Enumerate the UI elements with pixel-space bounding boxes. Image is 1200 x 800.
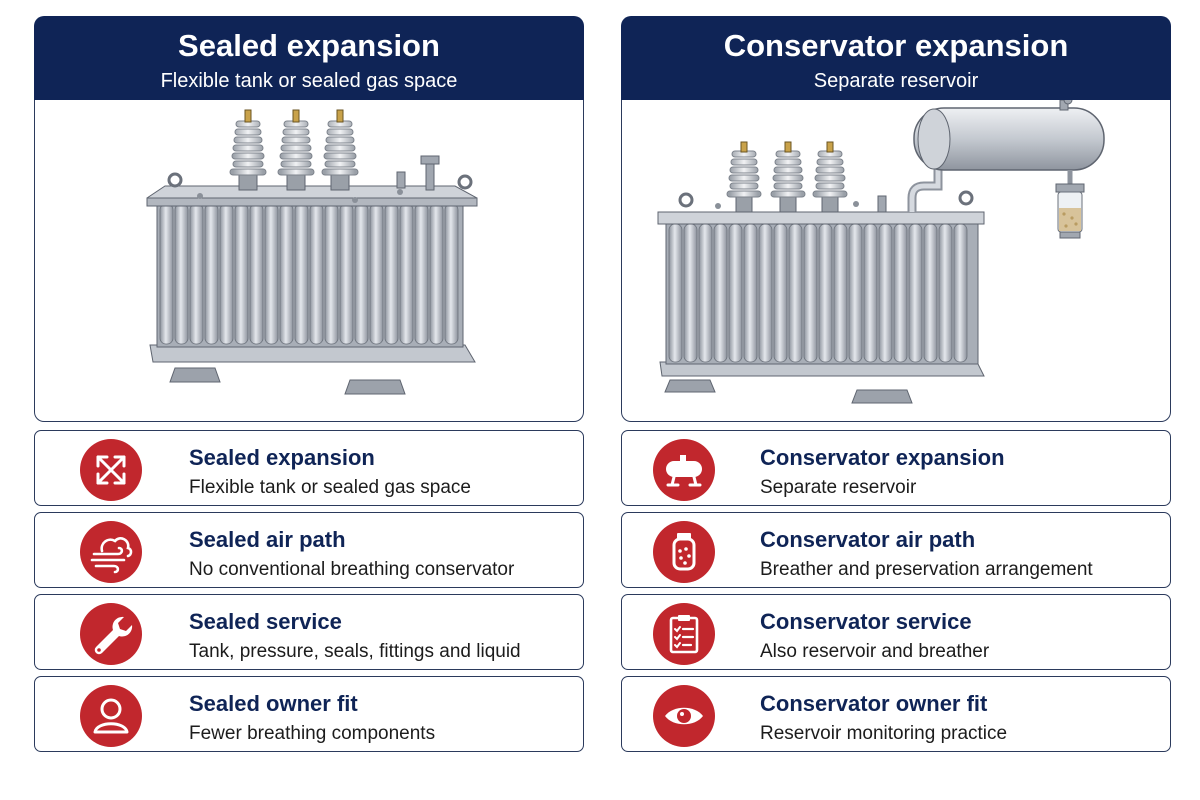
row-description: Also reservoir and breather (760, 641, 990, 662)
row-title: Conservator expansion (760, 445, 1005, 470)
cloud-wind-icon (80, 521, 142, 583)
conservator-header: Conservator expansion Separate reservoir (621, 16, 1171, 100)
sealed-feature-list: Sealed expansion Flexible tank or sealed… (34, 430, 584, 752)
row-title: Conservator owner fit (760, 691, 988, 716)
row-description: No conventional breathing conservator (189, 559, 515, 580)
conservator-header-title: Conservator expansion (723, 28, 1069, 63)
row-title: Sealed air path (189, 527, 346, 552)
sealed-transformer-illustration (34, 100, 584, 422)
conservator-transformer-illustration (621, 100, 1171, 422)
conservator-expansion-column: Conservator expansion Separate reservoir (621, 16, 1171, 758)
list-item: Sealed service Tank, pressure, seals, fi… (34, 594, 584, 670)
row-description: Tank, pressure, seals, fittings and liqu… (189, 641, 521, 662)
list-item: Sealed air path No conventional breathin… (34, 512, 584, 588)
sealed-header-subtitle: Flexible tank or sealed gas space (160, 70, 458, 92)
breather-jar-icon (653, 521, 715, 583)
row-title: Conservator service (760, 609, 972, 634)
list-item: Conservator service Also reservoir and b… (621, 594, 1171, 670)
conservator-header-subtitle: Separate reservoir (813, 70, 979, 92)
list-item: Conservator owner fit Reservoir monitori… (621, 676, 1171, 752)
row-title: Sealed service (189, 609, 342, 634)
person-icon (80, 685, 142, 747)
row-title: Sealed expansion (189, 445, 375, 470)
row-description: Fewer breathing components (189, 723, 436, 744)
row-description: Flexible tank or sealed gas space (189, 477, 471, 498)
sealed-header: Sealed expansion Flexible tank or sealed… (34, 16, 584, 100)
clipboard-checklist-icon (653, 603, 715, 665)
row-description: Separate reservoir (760, 477, 917, 498)
eye-icon (653, 685, 715, 747)
wrench-icon (80, 603, 142, 665)
list-item: Sealed owner fit Fewer breathing compone… (34, 676, 584, 752)
list-item: Conservator expansion Separate reservoir (621, 430, 1171, 506)
conservator-feature-list: Conservator expansion Separate reservoir… (621, 430, 1171, 752)
row-title: Conservator air path (760, 527, 976, 552)
row-title: Sealed owner fit (189, 691, 358, 716)
list-item: Conservator air path Breather and preser… (621, 512, 1171, 588)
sealed-header-title: Sealed expansion (178, 28, 440, 63)
sealed-expansion-column: Sealed expansion Flexible tank or sealed… (34, 16, 584, 758)
list-item: Sealed expansion Flexible tank or sealed… (34, 430, 584, 506)
row-description: Reservoir monitoring practice (760, 723, 1008, 744)
row-description: Breather and preservation arrangement (760, 559, 1093, 580)
tank-icon (653, 439, 715, 501)
expand-arrows-icon (80, 439, 142, 501)
